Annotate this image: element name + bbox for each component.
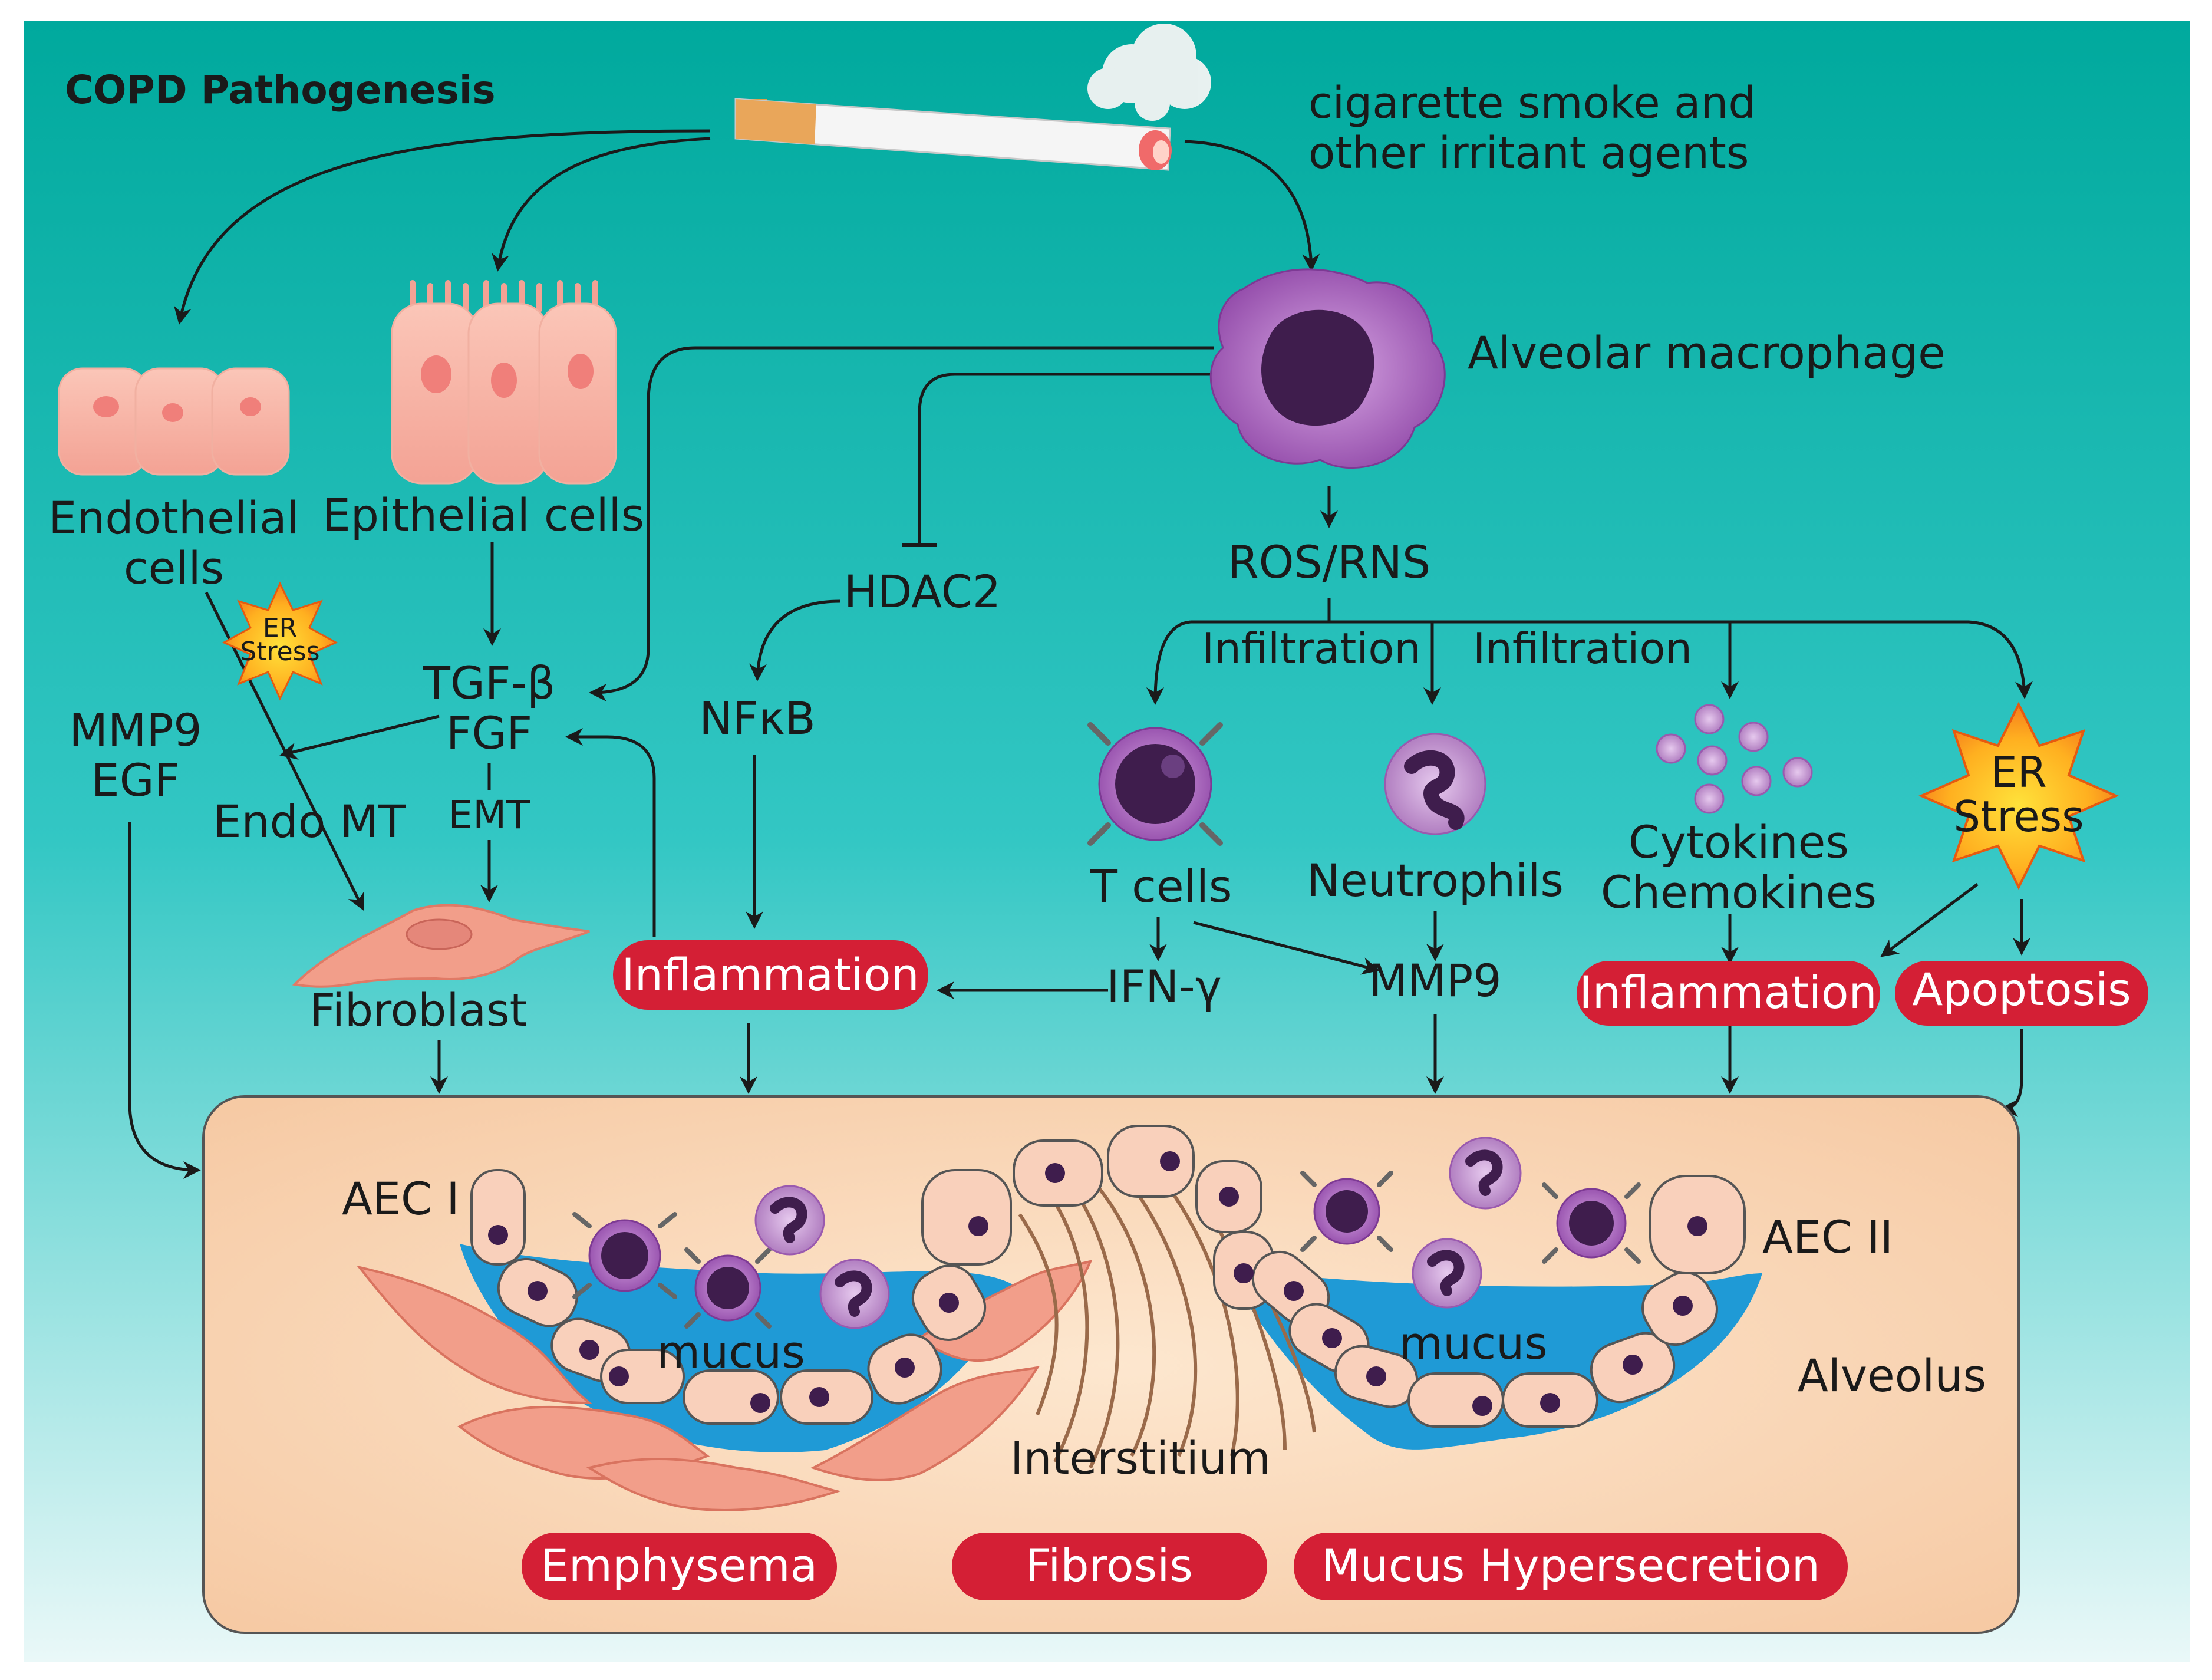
diagram-title: COPD Pathogenesis	[65, 67, 496, 113]
endothelial-label-line1: Endothelial	[48, 492, 299, 544]
alveolus-label: Alveolus	[1798, 1349, 1986, 1402]
arrow-ros-to-tcells	[1146, 620, 1191, 705]
egf-label: EGF	[91, 754, 180, 806]
aec-chain-left	[470, 1125, 1274, 1425]
cytokines-label-line2: Chemokines	[1601, 866, 1877, 918]
alveolus-fibroblasts-icon	[357, 1260, 1093, 1511]
pill-emphysema: Emphysema	[522, 1533, 837, 1600]
nfkb-label: NFκB	[699, 692, 816, 745]
endothelial-cells-icon	[58, 367, 290, 476]
pill-inflammation-right: Inflammation	[1577, 961, 1880, 1026]
emphysema-label: Emphysema	[540, 1539, 817, 1592]
pill-mucus-hypersecretion: Mucus Hypersecretion	[1294, 1533, 1848, 1600]
arrow-mmp9-to-alveolus	[128, 822, 201, 1179]
fibroblast-icon	[292, 904, 590, 988]
arrow-hdac2-to-nfkb	[749, 599, 840, 681]
pill-inflammation-left: Inflammation	[613, 940, 928, 1010]
aec-nuclei	[488, 1151, 1707, 1416]
fibroblast-label: Fibroblast	[310, 984, 528, 1036]
hdac2-label: HDAC2	[844, 565, 1001, 618]
arrow-smoke-to-endothelial	[174, 129, 711, 325]
pill-fibrosis: Fibrosis	[952, 1533, 1267, 1600]
t-cell-icon	[1087, 722, 1223, 846]
cytokines-label-line1: Cytokines	[1628, 816, 1849, 868]
emt-label: EMT	[449, 792, 531, 838]
er-stress-small-icon	[222, 581, 338, 701]
arrow-ros-to-erstress	[1968, 620, 2033, 699]
arrow-erstress-to-inflammation	[1880, 883, 1979, 957]
arrow-tgf-to-endomt	[279, 714, 440, 760]
infiltration-label-1: Infiltration	[1202, 624, 1421, 673]
endo-mt-label: Endo MT	[213, 795, 406, 848]
pill-apoptosis: Apoptosis	[1895, 961, 2148, 1026]
alveolar-macrophage-icon	[1209, 268, 1446, 469]
mucus-right-region	[1226, 1267, 1762, 1450]
arrow-macrophage-to-tgf	[589, 346, 1214, 701]
alveolus-immune-cells	[572, 1137, 1641, 1329]
mmp9-right-label: MMP9	[1369, 954, 1501, 1007]
arrow-inflammation-to-fgf	[565, 728, 656, 937]
aec2-label: AEC II	[1762, 1211, 1893, 1263]
er-stress-large-line1: ER	[1990, 747, 2047, 797]
interstitium-label: Interstitium	[1010, 1432, 1271, 1484]
arrow-tcells-to-mmp9	[1193, 921, 1380, 975]
epithelial-cells-icon	[391, 280, 617, 485]
ros-rns-label: ROS/RNS	[1228, 536, 1430, 588]
source-label-line2: other irritant agents	[1308, 128, 1749, 179]
cytokines-icon	[1656, 704, 1813, 814]
epithelial-label: Epithelial cells	[322, 489, 645, 541]
er-stress-large-line2: Stress	[1953, 792, 2084, 841]
cigarette-icon	[734, 24, 1211, 171]
arrows	[128, 129, 2033, 1179]
mucus-hypersecretion-label: Mucus Hypersecretion	[1321, 1539, 1820, 1592]
er-stress-small-line2: Stress	[240, 637, 319, 667]
neutrophils-label: Neutrophils	[1307, 854, 1564, 907]
arrow-smoke-to-epithelial	[492, 137, 711, 272]
neutrophil-icon	[1384, 733, 1486, 835]
arrow-apoptosis-to-alveolus	[2000, 1029, 2023, 1117]
smoke-cloud	[1087, 24, 1211, 121]
fibrosis-label: Fibrosis	[1026, 1539, 1193, 1592]
mucus-left-label: mucus	[657, 1326, 805, 1378]
aec1-label: AEC I	[342, 1172, 460, 1225]
endothelial-label-line2: cells	[124, 542, 224, 594]
source-label-line1: cigarette smoke and	[1308, 78, 1756, 129]
inhibit-macrophage-to-hdac2	[918, 373, 1214, 545]
t-cells-label: T cells	[1090, 860, 1232, 913]
mucus-right-label: mucus	[1399, 1317, 1548, 1369]
er-stress-large-icon	[1918, 701, 2119, 890]
apoptosis-label: Apoptosis	[1912, 963, 2131, 1016]
inflammation-left-label: Inflammation	[621, 948, 919, 1001]
tgf-beta-label: TGF-β	[423, 657, 556, 709]
er-stress-small-line1: ER	[263, 613, 297, 643]
ifn-gamma-label: IFN-γ	[1106, 960, 1221, 1013]
mmp9-left-label: MMP9	[69, 704, 202, 756]
arrow-smoke-to-macrophage	[1184, 140, 1320, 272]
fgf-label: FGF	[446, 707, 532, 759]
inflammation-right-label: Inflammation	[1579, 966, 1877, 1019]
infiltration-label-2: Infiltration	[1473, 624, 1692, 673]
macrophage-label: Alveolar macrophage	[1468, 327, 1946, 379]
